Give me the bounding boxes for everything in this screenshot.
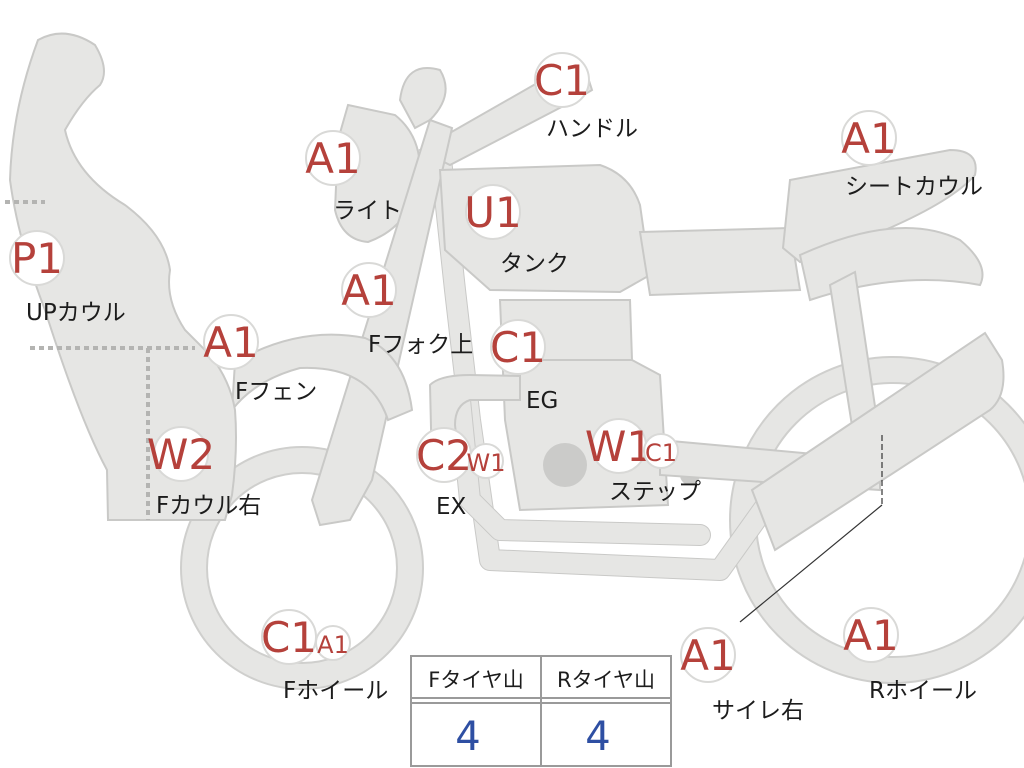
code-badges: C1 A1 U1 A1 P1 A1 A1 C1 bbox=[9, 52, 899, 683]
seat-cowl-code: A1 bbox=[841, 114, 896, 163]
front-fork-code: A1 bbox=[341, 266, 396, 315]
leader-lines bbox=[739, 435, 883, 623]
badge-seat-cowl: A1 bbox=[841, 110, 897, 166]
tank-label: タンク bbox=[500, 251, 569, 277]
silencer-right-code: A1 bbox=[680, 631, 735, 680]
front-wheel-label: Fホイール bbox=[283, 678, 388, 704]
badge-engine: C1 bbox=[490, 319, 546, 375]
front-tire-header: Fタイヤ山 bbox=[428, 668, 523, 692]
badge-up-cowl: P1 bbox=[9, 230, 65, 286]
silencer-right-label: サイレ右 bbox=[712, 698, 804, 724]
exhaust-code-2: W1 bbox=[467, 449, 506, 477]
rear-tire-header: Rタイヤ山 bbox=[557, 668, 655, 692]
tank-code: U1 bbox=[464, 188, 521, 237]
badge-front-fork: A1 bbox=[341, 262, 397, 318]
badge-exhaust-1: C2 bbox=[416, 427, 472, 483]
badge-exhaust-2: W1 bbox=[467, 443, 506, 479]
silencer-shape bbox=[750, 331, 1005, 552]
badge-front-fender: A1 bbox=[203, 314, 259, 370]
badge-silencer-right: A1 bbox=[680, 627, 736, 683]
exhaust-label: EX bbox=[436, 494, 467, 520]
front-wheel-shape bbox=[180, 446, 424, 690]
step-code-1: W1 bbox=[585, 422, 653, 471]
badge-light: A1 bbox=[305, 130, 361, 186]
handle-code: C1 bbox=[534, 56, 590, 105]
step-label: ステップ bbox=[609, 479, 701, 505]
engine-code: C1 bbox=[490, 323, 546, 372]
badge-tank: U1 bbox=[464, 184, 522, 240]
seat-cowl-label: シートカウル bbox=[845, 174, 983, 200]
front-wheel-code-1: C1 bbox=[261, 613, 317, 662]
badge-front-wheel-2: A1 bbox=[315, 625, 351, 661]
mirror-shape bbox=[398, 67, 447, 130]
part-labels: ハンドル ライト タンク シートカウル UPカウル Fフォク上 Fフェン EG … bbox=[26, 116, 983, 724]
front-cowl-right-code: W2 bbox=[147, 430, 215, 479]
badge-step-1: W1 bbox=[585, 418, 653, 474]
rear-wheel-code: A1 bbox=[843, 611, 898, 660]
front-cowl-right-label: Fカウル右 bbox=[156, 493, 261, 519]
front-fork-upper-label: Fフォク上 bbox=[368, 332, 473, 358]
badge-front-wheel-1: C1 bbox=[261, 609, 317, 665]
exhaust-code-1: C2 bbox=[416, 431, 472, 480]
tire-tread-table: Fタイヤ山 Rタイヤ山 4 4 bbox=[410, 655, 672, 767]
badge-step-2: C1 bbox=[643, 433, 679, 469]
rear-tire-value: 4 bbox=[585, 714, 610, 760]
rear-wheel-label: Rホイール bbox=[869, 678, 977, 704]
handle-label: ハンドル bbox=[546, 116, 638, 142]
light-code: A1 bbox=[305, 134, 360, 183]
badge-handle: C1 bbox=[534, 52, 590, 108]
badge-front-cowl-right: W2 bbox=[147, 426, 215, 482]
engine-label: EG bbox=[526, 388, 558, 414]
engine-cover-shape bbox=[543, 443, 587, 487]
up-cowl-label: UPカウル bbox=[26, 300, 126, 326]
up-cowl-code: P1 bbox=[11, 234, 63, 283]
front-fender-label: Fフェン bbox=[235, 379, 317, 405]
front-fork-shape bbox=[310, 118, 454, 527]
step-code-2: C1 bbox=[645, 439, 677, 467]
light-label: ライト bbox=[333, 198, 402, 224]
motorcycle-silhouette bbox=[5, 32, 1024, 690]
front-fender-code: A1 bbox=[203, 318, 258, 367]
badge-rear-wheel: A1 bbox=[843, 607, 899, 663]
front-wheel-code-2: A1 bbox=[317, 631, 349, 659]
front-fender-shape bbox=[230, 333, 414, 422]
seat-shape bbox=[638, 226, 802, 297]
front-tire-value: 4 bbox=[455, 714, 480, 760]
